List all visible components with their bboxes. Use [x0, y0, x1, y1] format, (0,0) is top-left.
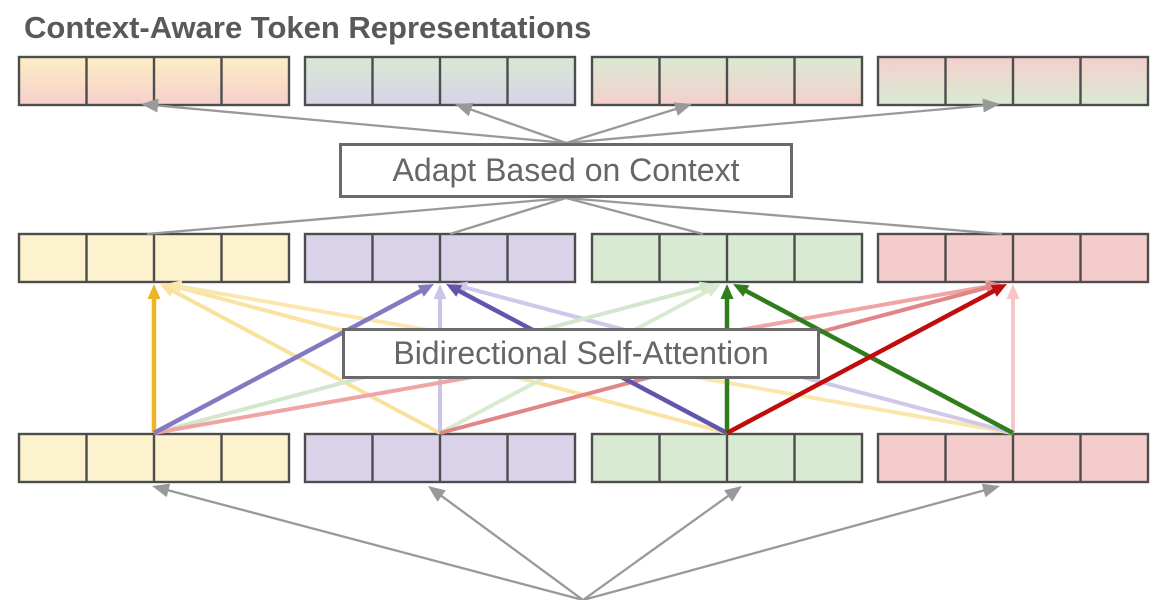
gray-arrow-input-to-bottom-2 [434, 490, 584, 600]
gray-arrow-adapt-to-top-4 [565, 103, 991, 145]
attention-edge-2-to-1 [166, 286, 441, 435]
adapt-box-label: Adapt Based on Context [392, 152, 740, 188]
attention-edge-3-to-4-head [990, 284, 1007, 297]
gray-arrow-input-to-bottom-3-head [724, 486, 742, 502]
attention-edge-1-to-1-head [147, 284, 161, 299]
page-title: Context-Aware Token Representations [24, 10, 592, 45]
attention-box-label: Bidirectional Self-Attention [393, 335, 769, 371]
adapt-based-on-context-box: Adapt Based on Context [339, 143, 793, 198]
attention-edge-4-to-4-head [1006, 284, 1020, 299]
attention-edge-3-to-4 [725, 285, 1001, 435]
gray-arrow-adapt-to-top-1 [150, 103, 567, 145]
attention-edge-2-to-2-head [433, 284, 447, 299]
attention-edge-4-to-3 [739, 285, 1015, 435]
gray-arrow-adapt-to-top-3 [565, 105, 684, 145]
gray-arrow-input-to-bottom-4 [582, 487, 992, 600]
gray-arrow-input-to-bottom-3 [582, 490, 736, 600]
gray-arrow-input-to-bottom-4-head [981, 483, 1000, 498]
gray-line-middle-to-adapt-3 [565, 196, 704, 236]
gray-arrow-input-to-bottom-1-head [152, 483, 171, 498]
gray-arrow-input-to-bottom-2-head [428, 486, 446, 502]
attention-edge-1-to-2 [152, 285, 428, 435]
gray-line-middle-to-adapt-1 [146, 196, 567, 236]
gray-line-middle-to-adapt-2 [449, 196, 567, 236]
attention-edge-3-to-2-head [446, 284, 463, 297]
gray-arrow-adapt-to-top-4-head [982, 98, 1000, 113]
gray-arrow-adapt-to-top-3-head [673, 102, 692, 116]
gray-arrow-adapt-to-top-1-head [141, 98, 159, 113]
attention-edge-2-to-3-head [704, 284, 721, 297]
gray-arrow-input-to-bottom-1 [160, 487, 584, 600]
attention-edge-4-to-3-head [733, 284, 750, 297]
gray-arrow-adapt-to-top-2-head [455, 103, 474, 117]
attention-edge-3-to-3-head [720, 284, 734, 299]
gray-arrow-adapt-to-top-2 [463, 106, 567, 145]
bidirectional-self-attention-box: Bidirectional Self-Attention [342, 328, 820, 379]
gray-line-middle-to-adapt-4 [565, 196, 1003, 236]
attention-edge-1-to-2-head [417, 284, 434, 297]
attention-edge-4-to-1-head [166, 280, 182, 294]
